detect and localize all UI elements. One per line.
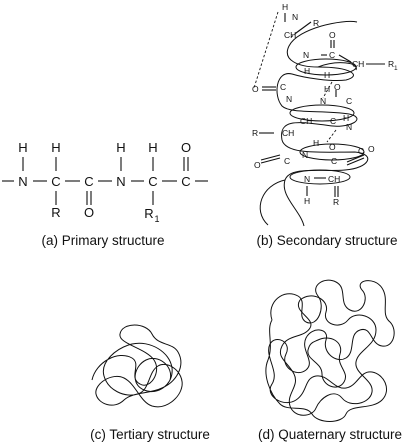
primary-structure-caption: (a) Primary structure <box>41 233 164 248</box>
atom-label: N <box>303 50 309 60</box>
atom-label: R <box>252 128 258 138</box>
quaternary-structure-panel: (d) Quaternary structure <box>258 279 402 442</box>
atom-label: H <box>51 140 60 155</box>
atom-label: N <box>304 174 310 184</box>
bond-line <box>260 157 281 164</box>
atom-subscript: 1 <box>154 214 159 224</box>
atom-label: R <box>313 18 319 28</box>
atom-label: R <box>51 205 60 220</box>
quaternary-subunit-fold <box>265 279 395 422</box>
atom-label: N <box>286 94 292 104</box>
atom-label: H <box>304 196 310 206</box>
atom-label: H <box>304 66 310 76</box>
atom-label: H <box>18 140 27 155</box>
atom-label: N <box>320 96 326 106</box>
hydrogen-bond-line <box>322 81 333 99</box>
secondary-structure-panel: H N CH R O N C CH R 1 H H N C O C N H O … <box>252 2 398 248</box>
atom-label: C <box>280 82 286 92</box>
bond-line <box>346 157 365 166</box>
tertiary-fold <box>91 324 183 408</box>
helix-turn-ellipse <box>299 143 365 161</box>
atom-label: O <box>334 82 341 92</box>
atom-label: N <box>292 12 298 22</box>
atom-label: H <box>324 70 330 80</box>
secondary-structure-caption: (b) Secondary structure <box>256 233 397 248</box>
atom-label: N <box>116 174 125 189</box>
quaternary-subunit-fold <box>307 337 346 388</box>
atom-label: O <box>329 142 336 152</box>
hydrogen-bond-line <box>253 11 279 89</box>
atom-label: H <box>343 113 349 123</box>
atom-label: R <box>388 59 394 69</box>
atom-label: O <box>368 144 375 154</box>
atom-label: C <box>358 146 364 156</box>
hydrogen-bond-line <box>326 129 337 143</box>
bond-line <box>260 154 281 161</box>
atom-label: H <box>148 140 157 155</box>
atom-label: O <box>329 30 336 40</box>
atom-label: C <box>51 174 60 189</box>
helix-lower-arc <box>259 179 286 226</box>
atom-label: O <box>181 140 191 155</box>
atom-label: N <box>346 122 352 132</box>
helix-turn-arc <box>317 62 357 71</box>
atom-label: H <box>313 138 319 148</box>
atom-label: C <box>331 156 337 166</box>
helix-turn-ellipse <box>289 169 351 185</box>
helix-turn-ellipse <box>295 58 357 76</box>
atom-label: CH <box>284 30 296 40</box>
atom-label: H <box>116 140 125 155</box>
atom-label: C <box>148 174 157 189</box>
tertiary-structure-caption: (c) Tertiary structure <box>90 427 210 442</box>
bond-line <box>346 154 365 163</box>
atom-label: C <box>330 116 336 126</box>
atom-label: C <box>284 156 290 166</box>
helix-backbone <box>276 20 369 227</box>
atom-label: C <box>181 174 190 189</box>
atom-label: R <box>144 206 153 221</box>
atom-label: C <box>84 174 93 189</box>
tertiary-structure-panel: (c) Tertiary structure <box>90 324 210 442</box>
atom-subscript: 1 <box>394 65 398 72</box>
quaternary-subunit-fold <box>280 295 377 416</box>
atom-label: CH <box>328 174 340 184</box>
atom-label: O <box>252 84 259 94</box>
bond-line <box>338 54 352 63</box>
atom-label: H <box>282 2 288 12</box>
atom-label: O <box>84 205 94 220</box>
quaternary-structure-caption: (d) Quaternary structure <box>258 427 402 442</box>
atom-label: N <box>18 174 27 189</box>
primary-structure-panel: H N H C R C O N H H C R 1 O C (a) Primar… <box>2 140 208 248</box>
atom-label: H <box>324 84 330 94</box>
atom-label: O <box>254 160 261 170</box>
atom-label: N <box>302 150 308 160</box>
bond-line <box>295 21 312 34</box>
atom-label: CH <box>300 116 312 126</box>
atom-label: CH <box>352 59 364 69</box>
atom-label: CH <box>282 128 294 138</box>
atom-label: C <box>346 96 352 106</box>
helix-turn-ellipse <box>289 104 355 122</box>
atom-label: C <box>329 50 335 60</box>
atom-label: R <box>333 197 339 207</box>
